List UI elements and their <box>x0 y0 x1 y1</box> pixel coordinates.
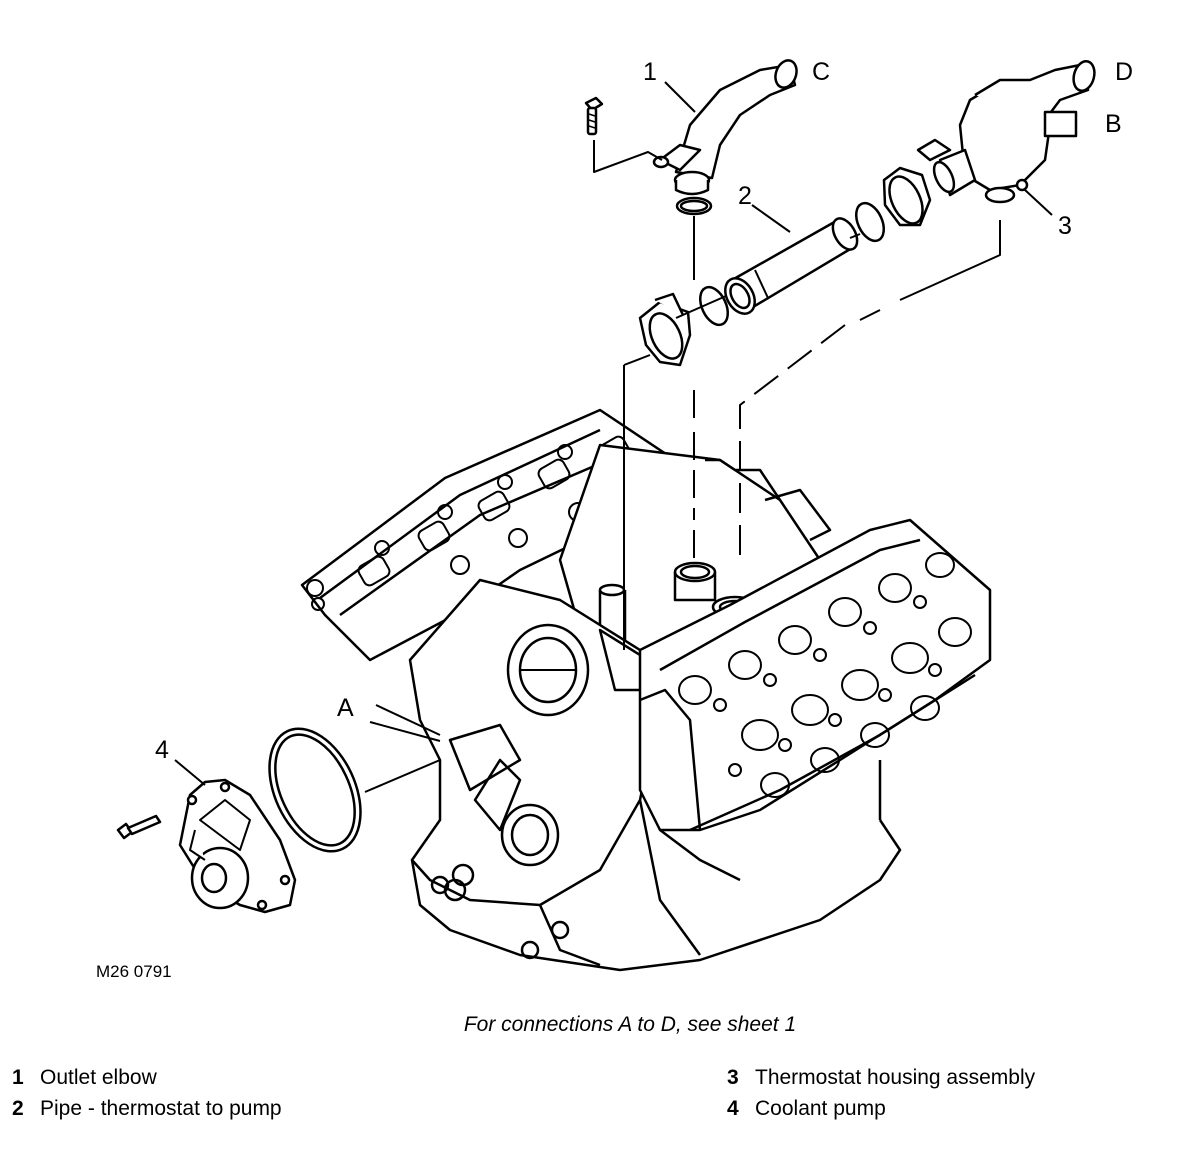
legend-item-4: 4 Coolant pump <box>727 1097 886 1121</box>
outlet-elbow <box>652 59 798 196</box>
legend-label: Outlet elbow <box>40 1066 157 1089</box>
figure-code: M26 0791 <box>96 962 172 981</box>
legend-label: Pipe - thermostat to pump <box>40 1097 282 1120</box>
connection-a-leader <box>369 704 441 742</box>
bolt-leader <box>593 140 663 173</box>
legend-item-2: 2 Pipe - thermostat to pump <box>12 1097 282 1121</box>
legend-item-3: 3 Thermostat housing assembly <box>727 1066 1035 1090</box>
legend-number: 4 <box>727 1097 739 1120</box>
pipe-thermostat-to-pump <box>724 217 859 315</box>
lower-pipe-clip <box>638 292 692 367</box>
legend-number: 2 <box>12 1097 24 1120</box>
legend-number: 1 <box>12 1066 24 1089</box>
pipe-centerlines <box>623 233 861 650</box>
callout-3: 3 <box>1058 212 1072 240</box>
connection-label-c: C <box>812 58 831 86</box>
connection-label-a: A <box>337 694 354 722</box>
coolant-pump <box>178 778 297 914</box>
connection-label-d: D <box>1115 58 1134 86</box>
thermostat-housing <box>916 60 1096 204</box>
legend-number: 3 <box>727 1066 739 1089</box>
callout-leaders <box>174 81 1053 786</box>
legend-label: Thermostat housing assembly <box>755 1066 1036 1089</box>
elbow-bolt <box>584 96 604 136</box>
callout-2: 2 <box>738 182 752 210</box>
callout-1: 1 <box>643 58 657 86</box>
engine-block <box>300 408 992 972</box>
thermostat-centerline <box>859 220 1001 321</box>
pump-centerline <box>364 759 441 793</box>
upper-pipe-clip <box>882 166 932 227</box>
thermostat-to-block-line <box>739 324 846 560</box>
figure-caption: For connections A to D, see sheet 1 <box>463 1013 797 1036</box>
pipe-o-rings <box>698 201 886 327</box>
callout-4: 4 <box>155 736 169 764</box>
pump-bolt <box>116 814 162 840</box>
connection-label-b: B <box>1105 110 1122 138</box>
legend-label: Coolant pump <box>755 1097 886 1120</box>
legend-item-1: 1 Outlet elbow <box>12 1066 157 1090</box>
